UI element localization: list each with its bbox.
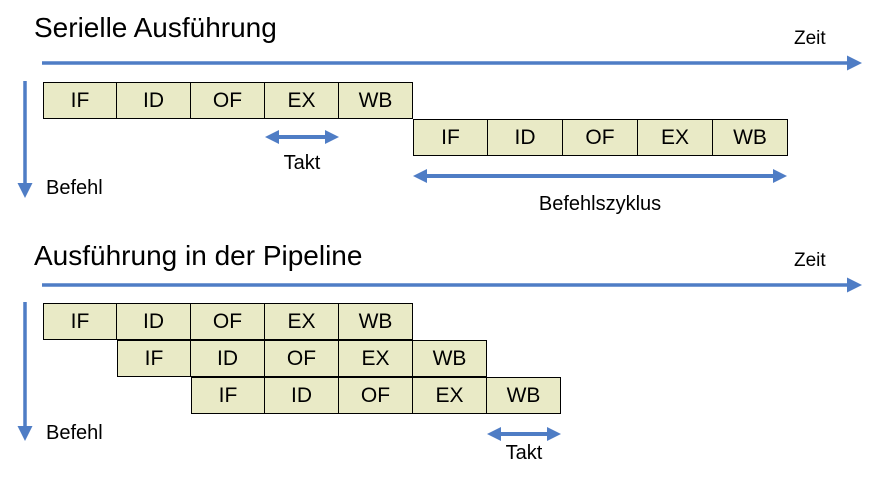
serial-takt-label: Takt xyxy=(283,152,321,174)
stage-cell-id: ID xyxy=(117,303,191,340)
stage-cell-id: ID xyxy=(117,82,191,119)
stage-cell-ex: EX xyxy=(638,119,713,156)
stage-cell-if: IF xyxy=(43,82,117,119)
stage-cell-if: IF xyxy=(117,340,191,377)
pipeline-befehl-label: Befehl xyxy=(46,422,103,444)
pipeline-instruction-row-2: IF ID OF EX WB xyxy=(117,340,487,377)
stage-cell-of: OF xyxy=(191,82,265,119)
stage-cell-wb: WB xyxy=(339,303,413,340)
pipeline-takt-label: Takt xyxy=(505,442,543,464)
serial-time-axis-arrow xyxy=(42,55,862,71)
stage-cell-ex: EX xyxy=(265,82,339,119)
stage-cell-of: OF xyxy=(191,303,265,340)
stage-cell-of: OF xyxy=(339,377,413,414)
stage-cell-if: IF xyxy=(413,119,488,156)
serial-instruction-row-1: IF ID OF EX WB xyxy=(43,82,413,119)
pipeline-instruction-axis-arrow xyxy=(17,302,33,441)
pipeline-clock-double-arrow xyxy=(487,427,561,441)
stage-cell-wb: WB xyxy=(713,119,788,156)
serial-section-title: Serielle Ausführung xyxy=(34,12,277,43)
stage-cell-ex: EX xyxy=(339,340,413,377)
stage-cell-if: IF xyxy=(191,377,265,414)
stage-cell-ex: EX xyxy=(413,377,487,414)
serial-clock-double-arrow xyxy=(265,130,339,144)
stage-cell-id: ID xyxy=(265,377,339,414)
serial-cycle-double-arrow xyxy=(413,169,787,183)
pipeline-section-title: Ausführung in der Pipeline xyxy=(34,240,363,271)
pipeline-time-axis-arrow xyxy=(42,277,862,293)
stage-cell-of: OF xyxy=(265,340,339,377)
pipeline-zeit-label: Zeit xyxy=(794,250,826,271)
serial-instruction-axis-arrow xyxy=(17,81,33,198)
stage-cell-id: ID xyxy=(488,119,563,156)
stage-cell-ex: EX xyxy=(265,303,339,340)
pipeline-instruction-row-1: IF ID OF EX WB xyxy=(43,303,413,340)
stage-cell-if: IF xyxy=(43,303,117,340)
serial-zeit-label: Zeit xyxy=(794,28,826,49)
stage-cell-id: ID xyxy=(191,340,265,377)
pipeline-instruction-row-3: IF ID OF EX WB xyxy=(191,377,561,414)
serial-instruction-row-2: IF ID OF EX WB xyxy=(413,119,788,156)
stage-cell-of: OF xyxy=(563,119,638,156)
serial-befehl-label: Befehl xyxy=(46,177,103,199)
befehlszyklus-label: Befehlszyklus xyxy=(538,193,662,215)
stage-cell-wb: WB xyxy=(339,82,413,119)
stage-cell-wb: WB xyxy=(487,377,561,414)
stage-cell-wb: WB xyxy=(413,340,487,377)
